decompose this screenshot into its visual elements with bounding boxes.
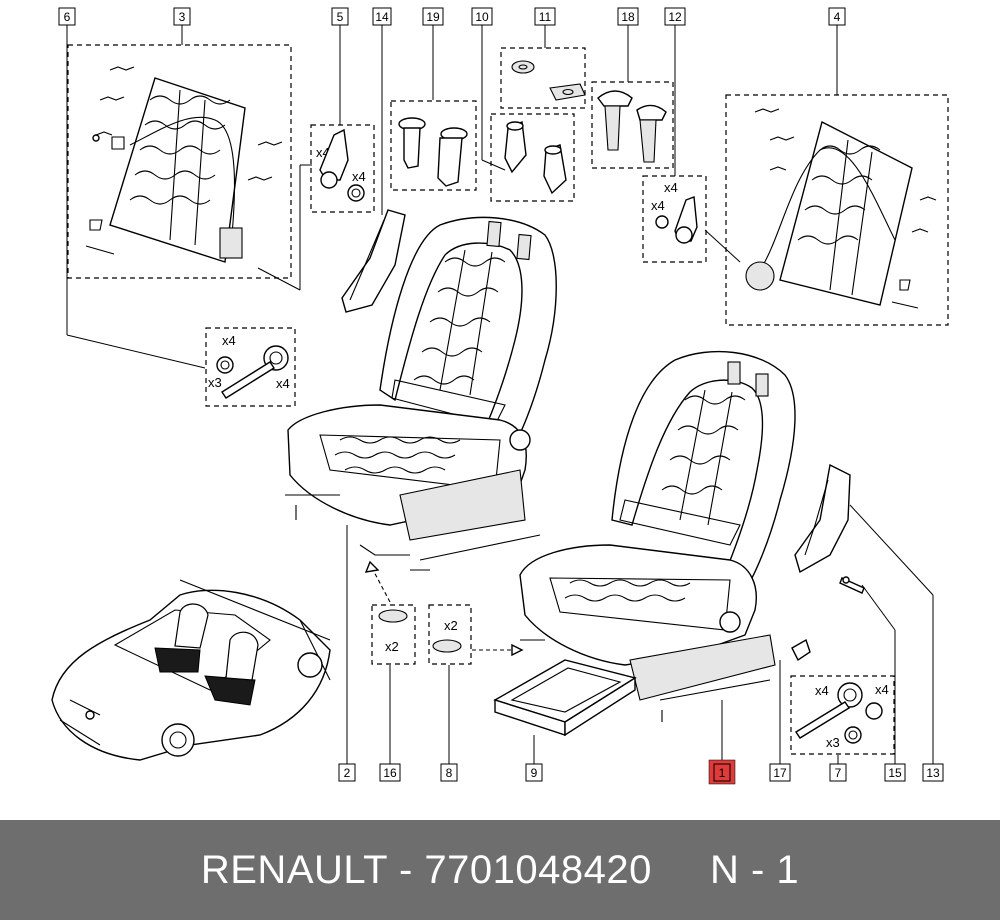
car-location-thumbnail <box>51 579 331 761</box>
svg-text:14: 14 <box>375 10 389 24</box>
part-11-washers <box>511 60 586 101</box>
svg-text:5: 5 <box>337 10 344 24</box>
svg-text:16: 16 <box>383 766 397 780</box>
footer-bar: RENAULT - 7701048420 N - 1 <box>0 820 1000 920</box>
part-19-headrest-guides <box>398 117 468 187</box>
label-10: 10 <box>471 7 493 26</box>
label-19: 19 <box>422 7 444 26</box>
part-17-clip <box>791 638 811 662</box>
svg-text:x4: x4 <box>276 376 290 391</box>
svg-text:18: 18 <box>621 10 635 24</box>
svg-text:13: 13 <box>926 766 940 780</box>
svg-text:12: 12 <box>668 10 682 24</box>
label-4: 4 <box>828 7 846 26</box>
svg-text:10: 10 <box>475 10 489 24</box>
svg-text:1: 1 <box>719 766 726 780</box>
arrows <box>364 560 524 657</box>
svg-text:x4: x4 <box>815 683 829 698</box>
svg-text:x4: x4 <box>222 333 236 348</box>
label-2: 2 <box>338 763 356 782</box>
svg-text:6: 6 <box>64 10 71 24</box>
svg-text:x4: x4 <box>664 180 678 195</box>
callout-labels: 6 3 5 14 19 10 11 18 12 4 2 16 8 9 1 17 … <box>58 7 944 785</box>
svg-text:19: 19 <box>426 10 440 24</box>
label-13: 13 <box>922 763 944 782</box>
label-5: 5 <box>331 7 349 26</box>
part-15-pin <box>839 576 865 594</box>
part-12-right-lever <box>655 196 698 244</box>
label-12: 12 <box>664 7 686 26</box>
svg-text:9: 9 <box>531 766 538 780</box>
label-3: 3 <box>173 7 191 26</box>
part-4-springs-mat-right <box>745 108 937 309</box>
part-9-tray <box>493 659 637 737</box>
label-15: 15 <box>884 763 906 782</box>
label-6: 6 <box>58 7 76 26</box>
svg-text:3: 3 <box>179 10 186 24</box>
part-10-headrest-sleeves <box>504 120 567 195</box>
part-number-caption: RENAULT - 7701048420 N - 1 <box>200 848 800 892</box>
svg-text:x3: x3 <box>826 735 840 750</box>
label-18: 18 <box>617 7 639 26</box>
svg-text:x3: x3 <box>208 375 222 390</box>
quantity-labels: x4 x4 x4 x3 x4 x4 x4 x4 x4 x3 x2 x2 <box>208 145 889 750</box>
svg-text:17: 17 <box>773 766 787 780</box>
part-6-recliner-knob-kit <box>216 345 289 399</box>
part-18-guides <box>597 90 667 163</box>
label-8: 8 <box>440 763 458 782</box>
seat-assembly-right <box>519 350 796 722</box>
svg-text:x4: x4 <box>651 198 665 213</box>
group-boxes <box>67 44 949 755</box>
label-17: 17 <box>769 763 791 782</box>
svg-text:8: 8 <box>446 766 453 780</box>
part-5-recline-lever <box>319 128 365 202</box>
leader-lines <box>66 25 934 764</box>
part-8-plug <box>432 639 462 653</box>
label-7: 7 <box>829 763 847 782</box>
svg-text:2: 2 <box>344 766 351 780</box>
part-7-recliner-knob-kit <box>795 682 883 744</box>
part-16-plug <box>378 609 408 623</box>
svg-text:x4: x4 <box>875 682 889 697</box>
svg-text:x4: x4 <box>352 169 366 184</box>
label-11: 11 <box>534 7 556 26</box>
part-3-springs-mat <box>85 66 283 263</box>
label-9: 9 <box>525 763 543 782</box>
svg-text:15: 15 <box>888 766 902 780</box>
parts-diagram: 6 3 5 14 19 10 11 18 12 4 2 16 8 9 1 17 … <box>51 7 949 785</box>
label-14: 14 <box>372 7 392 26</box>
svg-text:x2: x2 <box>385 639 399 654</box>
svg-text:11: 11 <box>539 10 552 24</box>
part-14-side-trim <box>341 209 406 313</box>
label-16: 16 <box>379 763 401 782</box>
label-1-highlighted: 1 <box>708 759 736 785</box>
svg-text:x2: x2 <box>444 618 458 633</box>
part-13-side-trim-right <box>794 463 851 574</box>
seat-frame-left <box>285 216 557 571</box>
svg-text:4: 4 <box>834 10 841 24</box>
svg-text:7: 7 <box>835 766 842 780</box>
